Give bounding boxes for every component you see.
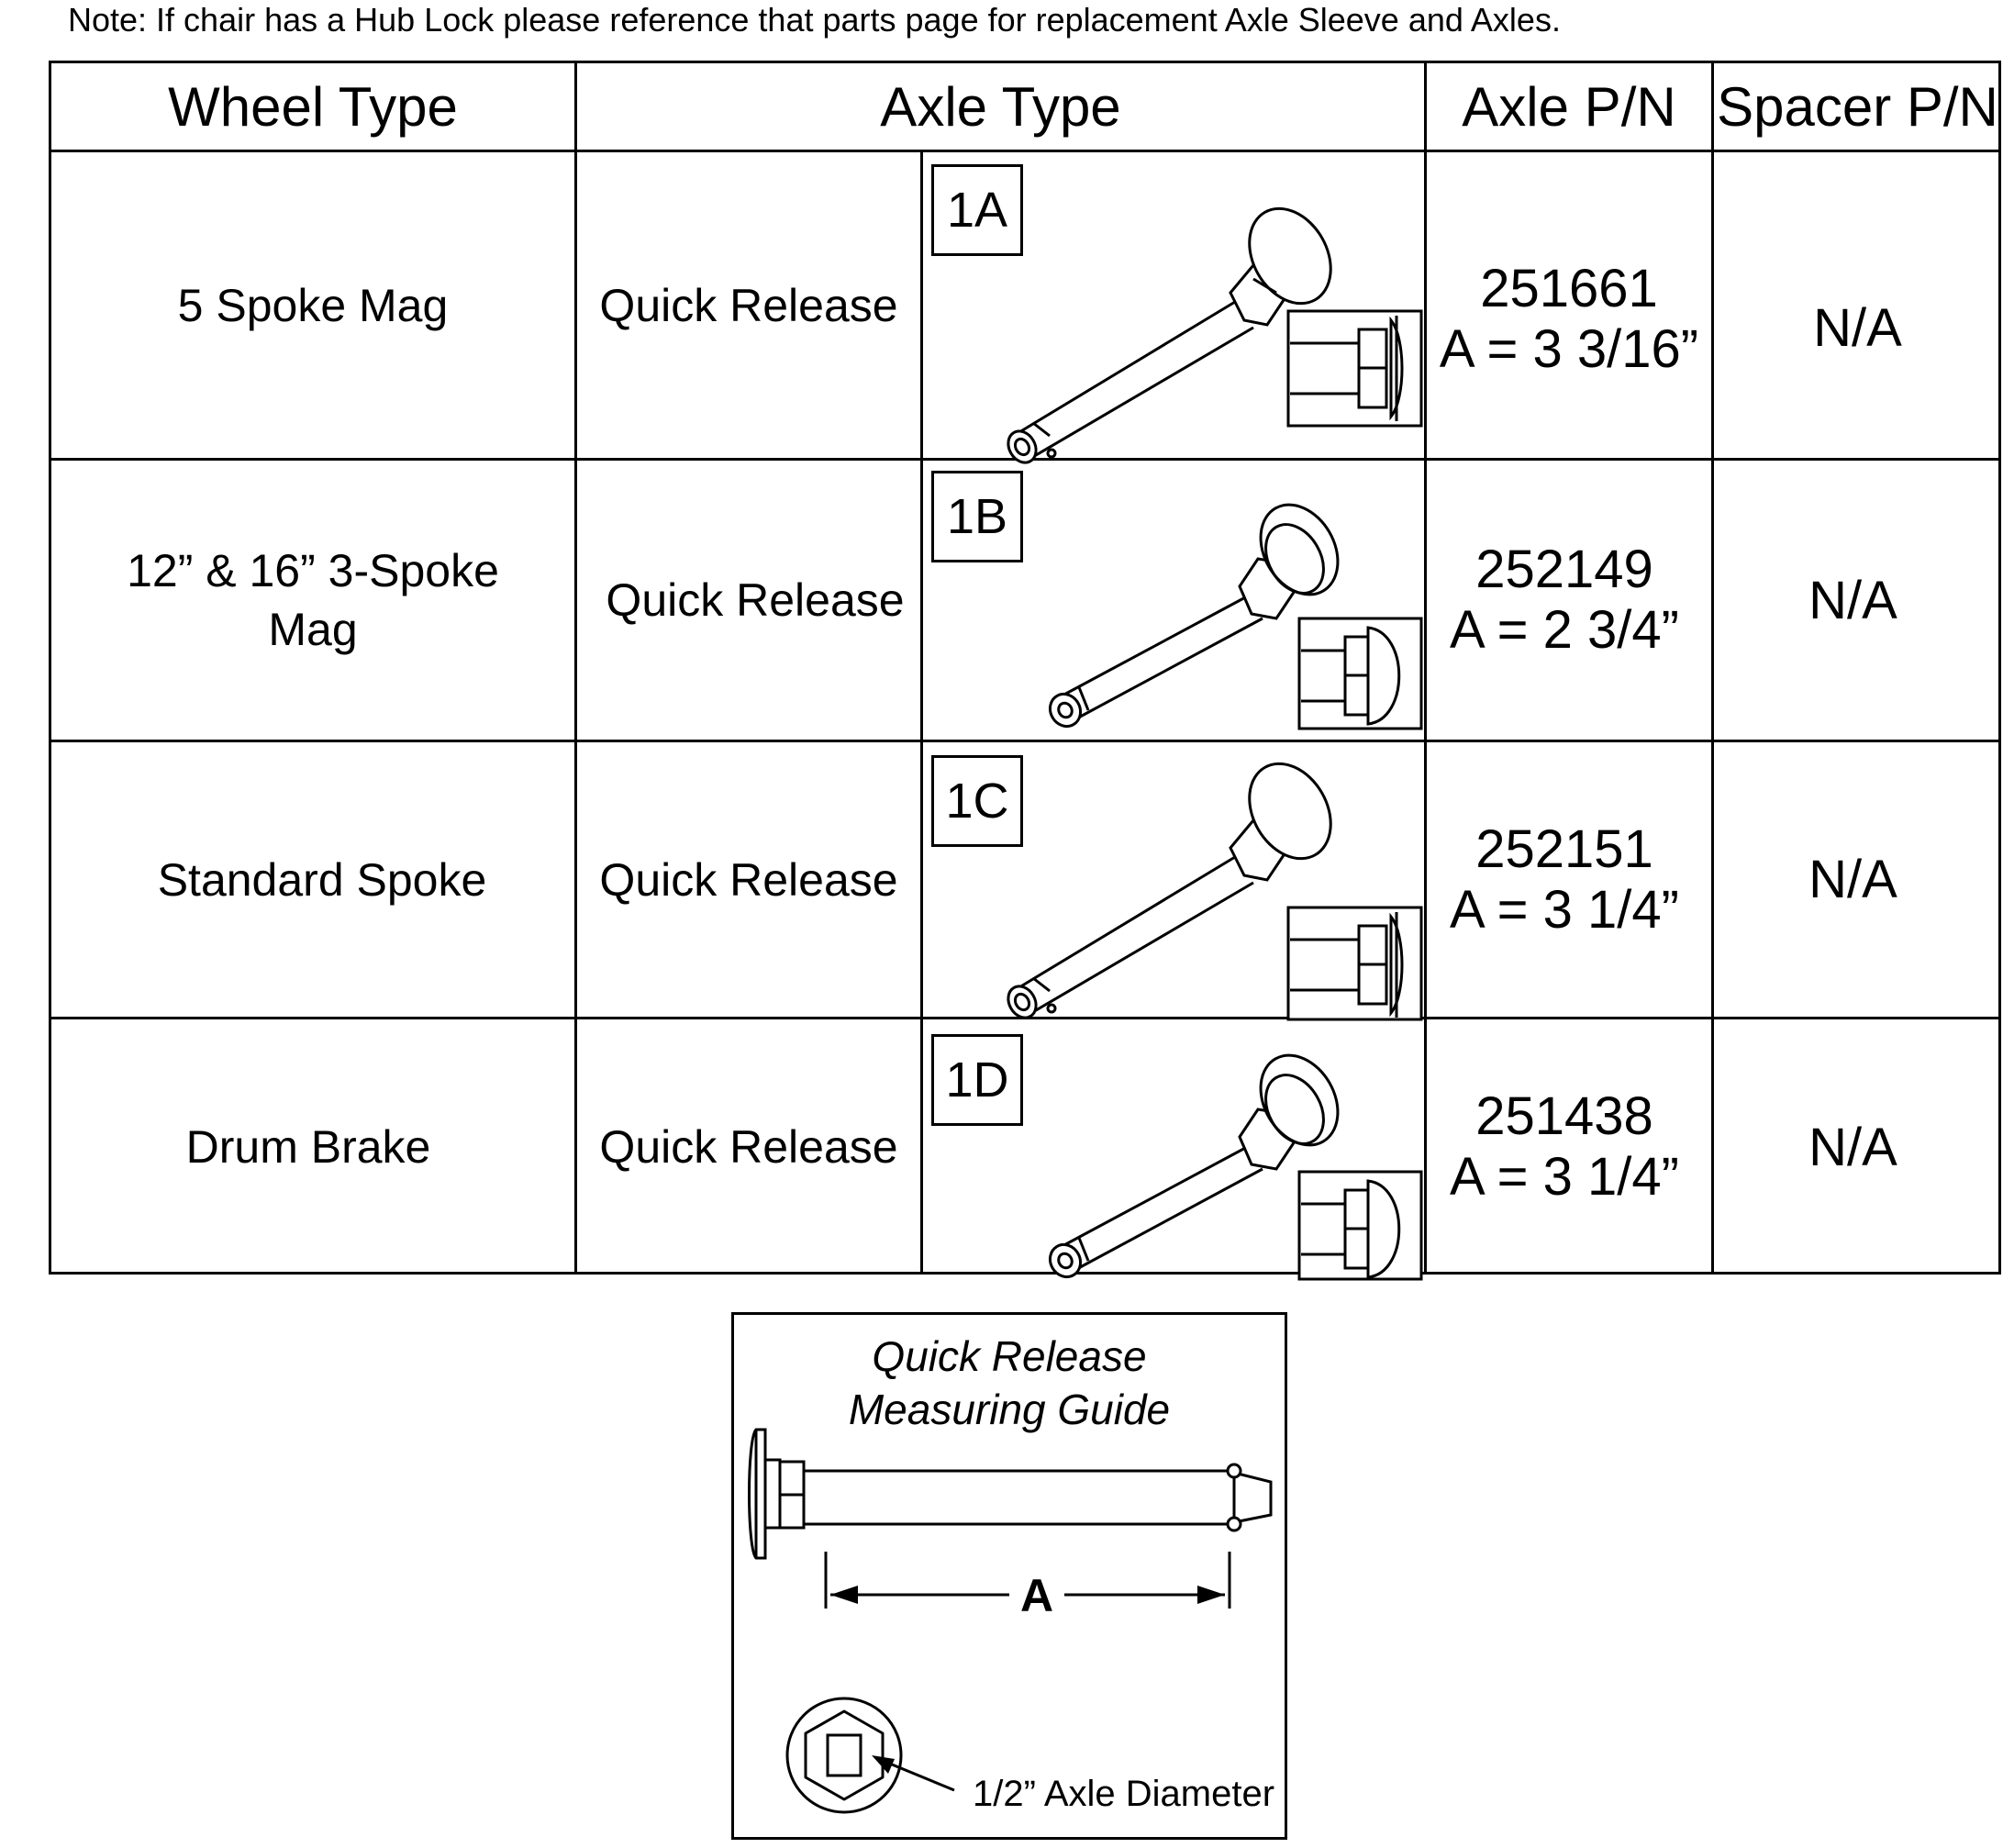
spacer-pn-cell: N/A [1808, 850, 1897, 909]
wheel-type-text: 5 Spoke Mag [177, 279, 449, 331]
axle-tag: 1C [931, 755, 1023, 847]
axle-type-cell: Quick Release [599, 279, 898, 331]
axle-length: A = 2 3/4” [1450, 600, 1679, 660]
axle-part-number: 252149 [1475, 540, 1653, 599]
header-wheel-type: Wheel Type [168, 75, 458, 138]
measuring-guide: Quick Release Measuring Guide A 1/2” Axl… [731, 1312, 1287, 1840]
spacer-pn-cell: N/A [1813, 298, 1902, 358]
axle-length: A = 3 1/4” [1450, 879, 1679, 940]
axle-type-cell: Quick Release [606, 574, 905, 626]
col-divider [574, 63, 577, 1272]
col-divider [1711, 63, 1714, 1272]
guide-title-line: Measuring Guide [848, 1386, 1171, 1433]
axle-part-number: 252151 [1475, 818, 1653, 879]
dimension-label: A [1009, 1569, 1064, 1622]
note-text: Note: If chair has a Hub Lock please ref… [68, 1, 1561, 39]
header-spacer-pn: Spacer P/N [1717, 75, 1998, 138]
axle-tag: 1A [931, 164, 1023, 256]
axle-part-number: 251661 [1480, 258, 1658, 318]
row-divider [51, 740, 1998, 742]
col-divider [920, 150, 923, 1272]
guide-title: Quick Release Measuring Guide [734, 1330, 1285, 1436]
wheel-type-cell: Drum Brake [51, 1019, 574, 1275]
wheel-type-text: Standard Spoke [157, 853, 487, 906]
row-divider [51, 150, 1998, 152]
axle-illustration [1048, 503, 1423, 730]
guide-title-line: Quick Release [872, 1332, 1147, 1380]
axle-part-number: 251438 [1475, 1086, 1653, 1146]
wheel-type-text: Drum Brake [185, 1121, 431, 1173]
axle-tag: 1B [931, 471, 1023, 562]
col-divider [1424, 63, 1427, 1272]
axle-illustration [1007, 206, 1423, 464]
header-axle-pn: Axle P/N [1462, 75, 1676, 138]
axle-illustration [1048, 1053, 1423, 1281]
axle-illustration [1007, 762, 1423, 1021]
axle-length: A = 3 1/4” [1450, 1147, 1679, 1207]
wheel-type-cell: 5 Spoke Mag [51, 152, 574, 458]
header-axle-type: Axle Type [880, 75, 1121, 138]
axle-type-cell: Quick Release [599, 1121, 898, 1173]
wheel-type-cell: Standard Spoke [51, 742, 593, 1017]
spacer-pn-cell: N/A [1808, 570, 1897, 630]
wheel-type-text: Mag [268, 604, 358, 655]
wheel-type-text: 12” & 16” 3-Spoke [127, 545, 499, 596]
axle-tag: 1D [931, 1034, 1023, 1126]
spacer-pn-cell: N/A [1808, 1117, 1897, 1177]
diameter-label: 1/2” Axle Diameter [973, 1774, 1275, 1814]
measuring-diagram [748, 1428, 1273, 1814]
axle-length: A = 3 3/16” [1439, 318, 1699, 379]
axle-type-cell: Quick Release [599, 853, 898, 906]
axle-parts-table: Wheel Type Axle Type Axle P/N Spacer P/N… [49, 61, 2001, 1281]
